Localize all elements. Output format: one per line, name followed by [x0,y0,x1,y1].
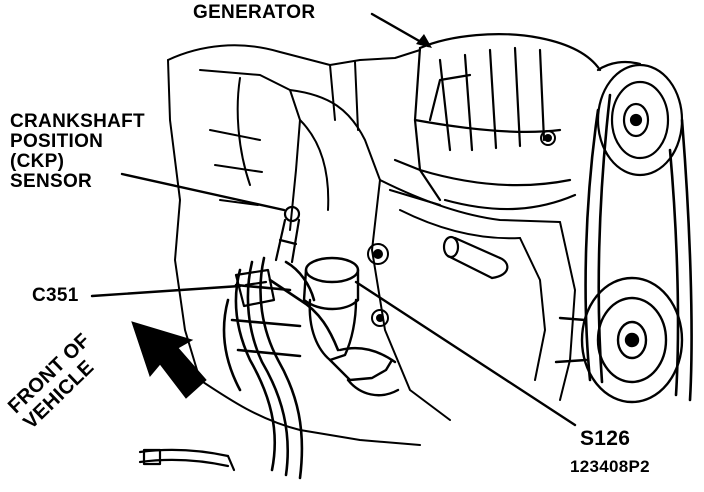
ckp-sensor-label: CRANKSHAFT POSITION (CKP) SENSOR [10,112,145,192]
s126-label: S126 [580,427,631,450]
ckp-label-line-3: (CKP) [10,151,65,172]
c351-label: C351 [32,285,79,306]
ckp-label-line-1: CRANKSHAFT [10,111,145,132]
generator-label: GENERATOR [193,2,316,23]
s126-component [302,256,400,397]
wiring-harness [222,256,340,480]
ckp-label-line-4: SENSOR [10,171,93,192]
ckp-sensor [274,205,301,264]
water-pipe [442,235,509,280]
front-cover [371,179,576,421]
bolts [367,130,556,327]
generator-body [388,33,602,211]
front-of-vehicle-arrow-icon [131,321,207,399]
ground-wire [138,448,236,472]
ckp-label-line-2: POSITION [10,131,104,152]
generator-arrowhead [416,34,432,48]
leader-lines [90,12,577,427]
c351-connector [234,268,276,308]
figure-code: 123408P2 [570,457,650,476]
crankshaft-pulley [554,276,684,404]
